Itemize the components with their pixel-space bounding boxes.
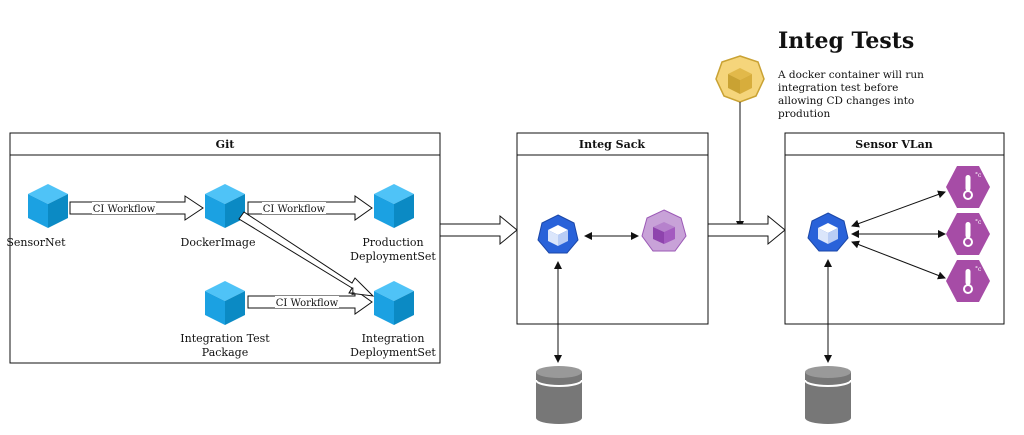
git-panel: Git <box>9 132 441 364</box>
production-label-2: DeploymentSet <box>350 250 436 263</box>
integration-deploy-cube-icon <box>374 281 414 325</box>
header-desc-line-4: prodution <box>778 108 830 120</box>
sensor-thermometer-icon-3: °c <box>946 260 990 302</box>
integ-to-sensor-arrow <box>707 214 786 246</box>
integ-k8s-icon <box>537 214 579 254</box>
dockerimage-cube-icon <box>205 184 245 228</box>
workflow-arrow-1: CI Workflow <box>69 195 204 221</box>
integration-package-label-1: Integration Test <box>180 332 270 345</box>
header-title: Integ Tests <box>778 28 914 54</box>
integ-pod-icon <box>641 209 687 252</box>
sensor-k8s-icon <box>807 212 849 252</box>
sensor-thermometer-icon-2: °c <box>946 213 990 255</box>
workflow-arrow-diagonal: 4 <box>238 211 375 298</box>
git-panel-title: Git <box>216 138 236 151</box>
sensor-database-icon <box>804 366 852 424</box>
integ-panel-title: Integ Sack <box>579 138 646 151</box>
svg-text:°c: °c <box>975 219 982 226</box>
svg-text:°c: °c <box>975 266 982 273</box>
integration-deploy-label-2: DeploymentSet <box>350 346 436 359</box>
header-desc-line-1: A docker container will run <box>777 69 924 81</box>
header-desc-line-2: integration test before <box>778 82 898 94</box>
workflow-arrow-2: CI Workflow <box>247 195 373 221</box>
docker-container-icon <box>715 55 765 103</box>
production-label-1: Production <box>362 236 423 249</box>
git-to-integ-arrow <box>439 214 518 246</box>
k8s-sensor-link-3 <box>851 240 946 280</box>
svg-text:°c: °c <box>975 172 982 179</box>
sensor-thermometer-icon-1: °c <box>946 166 990 208</box>
sensor-panel-title: Sensor VLan <box>855 138 933 151</box>
workflow-arrow-3: CI Workflow <box>247 289 373 315</box>
sensornet-label: SensorNet <box>6 236 66 249</box>
workflow-label-4: 4 <box>349 287 355 298</box>
workflow-label-1: CI Workflow <box>93 204 156 215</box>
integration-deploy-label-1: Integration <box>362 332 425 345</box>
integ-database-icon <box>535 366 583 424</box>
workflow-label-2: CI Workflow <box>263 204 326 215</box>
production-cube-icon <box>374 184 414 228</box>
integration-package-label-2: Package <box>202 346 248 359</box>
integration-package-cube-icon <box>205 281 245 325</box>
dockerimage-label: DockerImage <box>181 236 256 249</box>
workflow-label-3: CI Workflow <box>276 298 339 309</box>
sensornet-cube-icon <box>28 184 68 228</box>
k8s-sensor-link-1 <box>851 190 946 228</box>
header-desc-line-3: allowing CD changes into <box>778 95 914 107</box>
